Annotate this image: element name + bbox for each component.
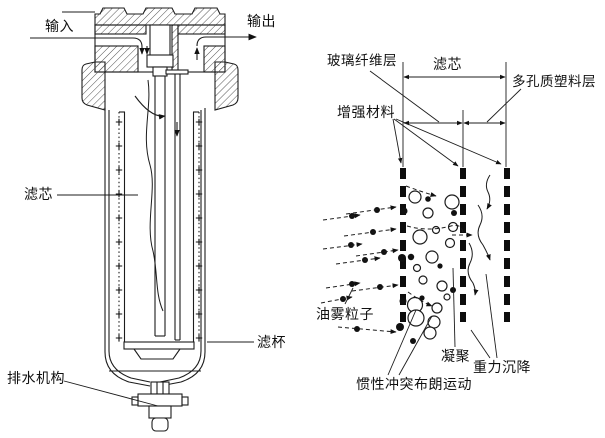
coalesced-droplets (406, 190, 460, 340)
label-filter-bowl: 滤杯 (257, 334, 286, 350)
label-output: 输出 (247, 13, 276, 29)
label-porous-plastic-layer: 多孔质塑料层 (512, 74, 596, 89)
particle-trajectories (320, 185, 473, 334)
principle-linework (320, 62, 522, 376)
label-oil-mist-particles: 油雾粒子 (316, 306, 374, 322)
filtration-principle-drawing (320, 62, 522, 376)
label-inertial-impact-brownian-motion: 惯性冲突布朗运动 (356, 376, 472, 392)
label-input: 输入 (45, 18, 74, 34)
label-reinforcing-material: 增强材料 (337, 104, 395, 120)
label-coalescence: 凝聚 (441, 348, 470, 364)
label-gravity-settling: 重力沉降 (473, 359, 531, 375)
drainage-flow-lines (467, 174, 492, 296)
filter-assembly-drawing (30, 7, 257, 432)
label-filter-element-dimension: 滤芯 (433, 56, 462, 72)
label-drain-mechanism: 排水机构 (7, 370, 65, 386)
captured-particles (396, 196, 457, 344)
cross-section-linework (30, 7, 257, 432)
label-filter-element: 滤芯 (24, 186, 53, 202)
label-glass-fiber-layer: 玻璃纤维层 (327, 53, 397, 68)
